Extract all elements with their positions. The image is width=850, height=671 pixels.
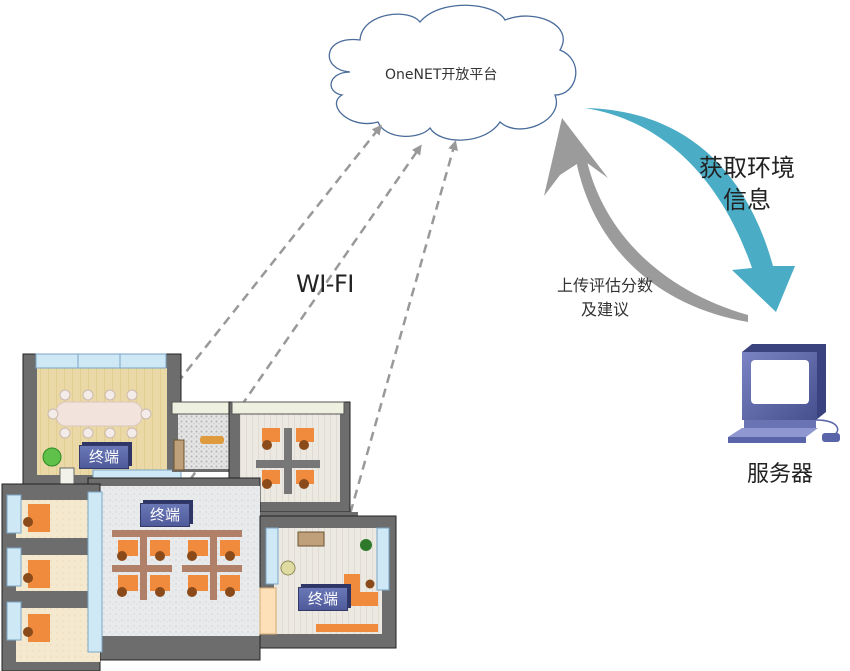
upload-label-line2: 及建议 <box>580 300 629 319</box>
download-label-line2: 信息 <box>723 186 771 214</box>
terminal-open-office: 终端 <box>140 503 190 527</box>
terminal-conference-room: 终端 <box>79 445 129 469</box>
terminal-manager-office: 终端 <box>298 587 348 611</box>
floor-plan-icon <box>1 353 397 671</box>
cloud-label: OneNET开放平台 <box>385 67 498 83</box>
download-arrow-label: 获取环境 信息 <box>690 152 804 216</box>
download-arrow <box>585 108 795 312</box>
upload-label-line1: 上传评估分数 <box>556 276 653 295</box>
download-label-line1: 获取环境 <box>699 154 795 182</box>
wifi-link-manager <box>328 140 458 586</box>
cloud-icon <box>328 4 577 141</box>
computer-icon <box>728 344 840 443</box>
upload-arrow-label: 上传评估分数 及建议 <box>544 274 666 322</box>
server-label: 服务器 <box>747 462 814 487</box>
wifi-label: WI-FI <box>296 270 354 298</box>
upload-arrow <box>544 118 748 322</box>
